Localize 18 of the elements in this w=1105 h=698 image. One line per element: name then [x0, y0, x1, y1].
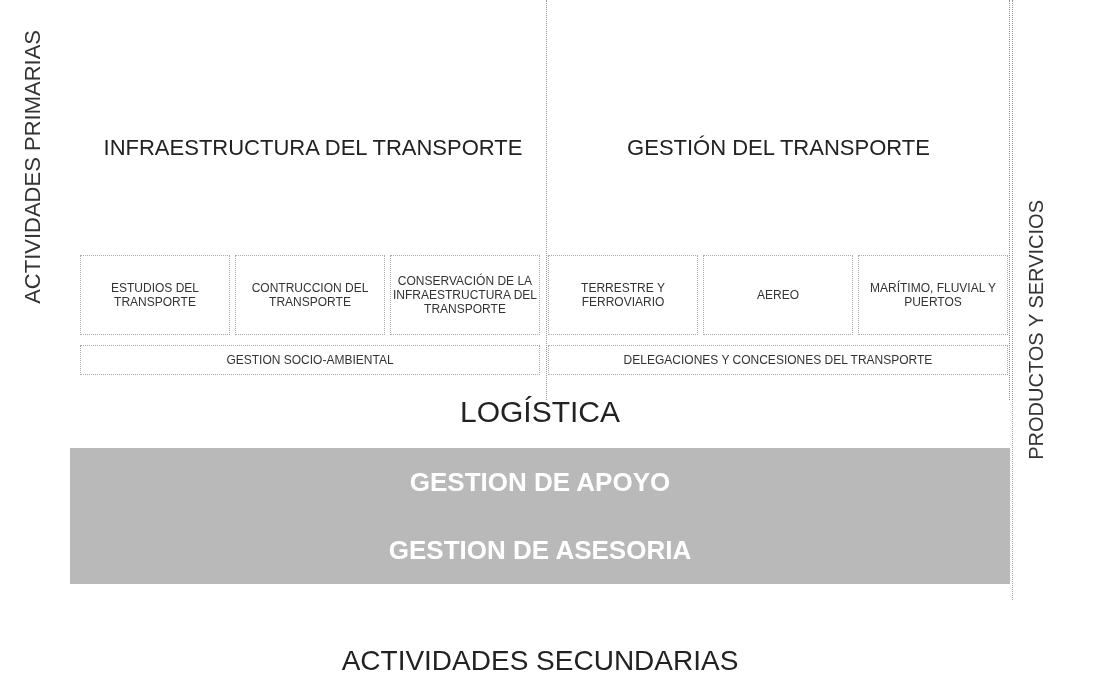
support-band — [70, 448, 1010, 516]
vertical-label: PRODUCTOS Y SERVICIOS — [1025, 200, 1048, 460]
vertical-label: ACTIVIDADES PRIMARIAS — [20, 30, 46, 304]
column-heading: GESTIÓN DEL TRANSPORTE — [626, 135, 931, 161]
section-label: LOGÍSTICA — [458, 395, 621, 429]
band-title: GESTION DE ASESORIA — [388, 534, 692, 566]
activity-box: CONTRUCCION DEL TRANSPORTE — [235, 255, 385, 335]
activity-box: GESTION SOCIO-AMBIENTAL — [80, 345, 540, 375]
support-band — [70, 516, 1010, 584]
section-label: ACTIVIDADES SECUNDARIAS — [340, 645, 740, 677]
activity-box: CONSERVACIÓN DE LA INFRAESTRUCTURA DEL TRANSPORTE — [390, 255, 540, 335]
activity-box: MARÍTIMO, FLUVIAL Y PUERTOS — [858, 255, 1008, 335]
band-title: GESTION DE APOYO — [409, 466, 671, 498]
column-heading: INFRAESTRUCTURA DEL TRANSPORTE — [102, 135, 524, 161]
activity-box: ESTUDIOS DEL TRANSPORTE — [80, 255, 230, 335]
activity-box: AEREO — [703, 255, 853, 335]
activity-box: DELEGACIONES Y CONCESIONES DEL TRANSPORTE — [548, 345, 1008, 375]
activity-box: TERRESTRE Y FERROVIARIO — [548, 255, 698, 335]
